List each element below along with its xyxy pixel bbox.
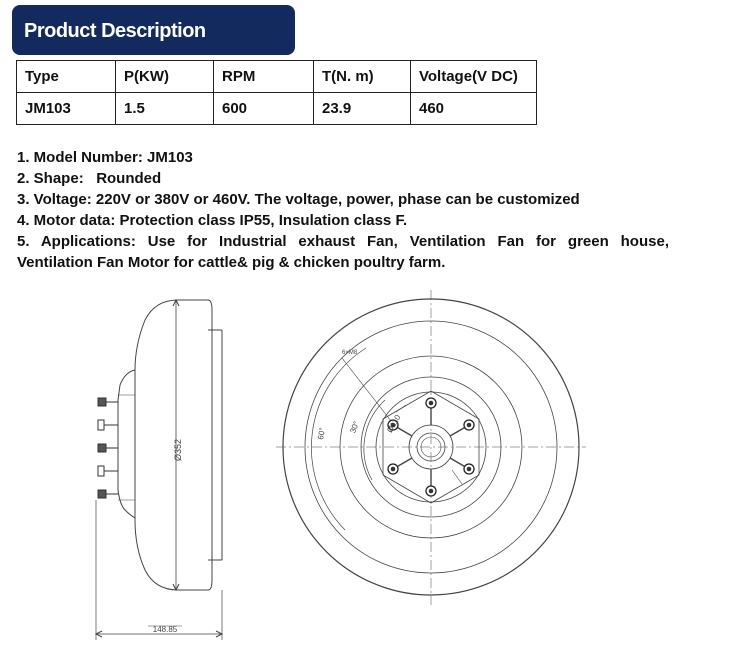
description-line-shape: 2. Shape: Rounded [17,170,162,187]
header-title: Product Description [24,20,206,42]
spec-table-row: JM103 1.5 600 23.9 460 [16,92,537,125]
cell-power: 1.5 [115,92,214,125]
diameter-label: Ø352 [173,439,183,461]
angle-60-label: 60° [316,427,327,440]
bolt-note-label: 6×M8 [342,350,358,356]
cell-voltage: 460 [410,92,537,125]
description-line-voltage: 3. Voltage: 220V or 380V or 460V. The vo… [17,191,580,208]
product-description-header: Product Description [12,5,295,55]
spec-table: Type P(KW) RPM T(N. m) Voltage(V DC) JM1… [16,60,537,125]
description-list: 1. Model Number: JM103 2. Shape: Rounded… [17,147,669,273]
spec-table-header-row: Type P(KW) RPM T(N. m) Voltage(V DC) [16,60,537,93]
description-line-applications: 5. Applications: Use for Industrial exha… [17,233,669,250]
description-line-motor-data: 4. Motor data: Protection class IP55, In… [17,212,408,229]
stud-bolts [97,397,118,499]
description-line-model: 1. Model Number: JM103 [17,149,193,166]
angle-30-label: 30° [348,420,361,434]
bolt-holes [387,397,475,497]
side-view-drawing [94,298,224,640]
cell-type: JM103 [16,92,116,125]
width-dimension-label: 148.85 [153,625,178,634]
header-voltage: Voltage(V DC) [410,60,537,93]
header-torque: T(N. m) [313,60,411,93]
front-view-drawing [276,290,586,605]
cell-rpm: 600 [213,92,314,125]
cell-torque: 23.9 [313,92,411,125]
description-line-applications-cont: Ventilation Fan Motor for cattle& pig & … [17,254,446,271]
